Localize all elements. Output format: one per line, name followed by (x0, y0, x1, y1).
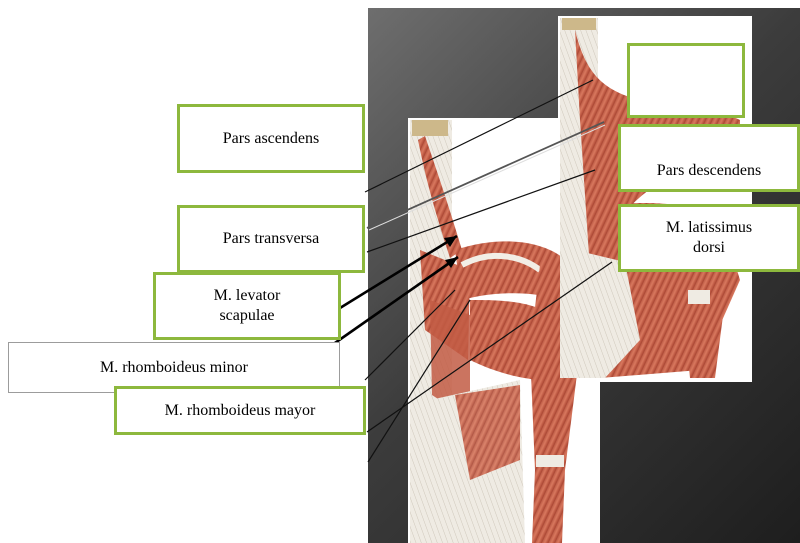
label-rhomboideus-mayor: M. rhomboideus mayor (114, 386, 366, 435)
label-pars-ascendens-text: Pars ascendens (223, 129, 319, 149)
label-rhomboideus-minor-text: M. rhomboideus minor (100, 358, 248, 378)
forearm-muscle (532, 470, 565, 543)
label-latissimus-line2: dorsi (666, 238, 752, 258)
label-pars-transversa: Pars transversa (177, 205, 365, 273)
label-levator-line2: scapulae (214, 306, 281, 326)
skull-base (412, 120, 448, 136)
label-pars-transversa-text: Pars transversa (223, 229, 319, 249)
label-latissimus-dorsi: M. latissimus dorsi (618, 204, 800, 272)
label-latissimus-line1: M. latissimus (666, 218, 752, 238)
label-pars-descendens: Pars descendens (618, 124, 800, 192)
label-pars-descendens-text: Pars descendens (657, 161, 761, 181)
right-elbow-tendon (688, 290, 710, 304)
label-levator-line1: M. levator (214, 286, 281, 306)
label-pars-ascendens: Pars ascendens (177, 104, 365, 173)
elbow-tendon (536, 455, 564, 467)
right-skull-base (562, 18, 596, 30)
empty-label-box (627, 43, 745, 118)
label-rhomboideus-mayor-text: M. rhomboideus mayor (165, 401, 316, 421)
label-levator-scapulae: M. levator scapulae (153, 272, 341, 340)
